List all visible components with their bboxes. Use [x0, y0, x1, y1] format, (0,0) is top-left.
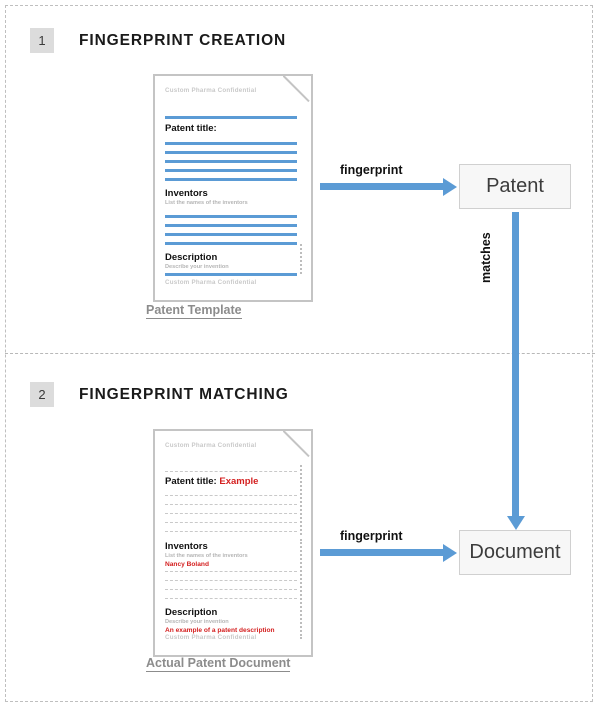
- patent-box: Patent: [459, 164, 571, 209]
- watermark-bottom: Custom Pharma Confidential: [165, 279, 257, 286]
- field-heading-inventors: Inventors: [165, 541, 208, 552]
- text-line: [165, 522, 297, 523]
- field-subtitle-description: Describe your invention: [165, 619, 229, 625]
- text-line: [165, 273, 297, 276]
- section-divider: [5, 353, 595, 354]
- arrow-fingerprint-top: [320, 177, 457, 196]
- text-line: [165, 571, 297, 572]
- margin-dots: [300, 465, 304, 535]
- section-header-1: 1 FINGERPRINT CREATION: [30, 28, 286, 53]
- field-heading-description: Description: [165, 607, 218, 618]
- field-value-inventors: Nancy Boland: [165, 561, 209, 568]
- arrow-fingerprint-bottom: [320, 543, 457, 562]
- field-subtitle-description: Describe your invention: [165, 264, 229, 270]
- text-line: [165, 471, 297, 472]
- text-line: [165, 580, 297, 581]
- field-heading-title-text: Patent title:: [165, 476, 217, 487]
- patent-box-label: Patent: [486, 175, 544, 197]
- field-subtitle-inventors: List the names of the inventors: [165, 553, 248, 559]
- arrow-matches: [506, 212, 525, 530]
- document-box-label: Document: [469, 541, 561, 563]
- actual-patent-document: Custom Pharma Confidential Patent title:…: [153, 429, 313, 657]
- field-heading-description: Description: [165, 252, 218, 263]
- text-line: [165, 504, 297, 505]
- text-line: [165, 495, 297, 496]
- section-title-1: FINGERPRINT CREATION: [79, 31, 287, 49]
- watermark-top: Custom Pharma Confidential: [165, 442, 257, 449]
- document-box: Document: [459, 530, 571, 575]
- margin-dots: [300, 244, 304, 274]
- text-line: [165, 513, 297, 514]
- section-number-badge-1: 1: [30, 28, 54, 53]
- text-line: [165, 160, 297, 163]
- text-line: [165, 233, 297, 236]
- text-line: [165, 589, 297, 590]
- arrow-label-fingerprint-bottom: fingerprint: [340, 529, 403, 543]
- margin-dots: [300, 539, 304, 639]
- field-heading-title: Patent title: Example: [165, 476, 258, 487]
- field-value-description: An example of a patent description: [165, 627, 275, 634]
- patent-template-document: Custom Pharma Confidential Patent title:…: [153, 74, 313, 302]
- section-number-badge-2: 2: [30, 382, 54, 407]
- text-line: [165, 598, 297, 599]
- arrow-label-fingerprint-top: fingerprint: [340, 163, 403, 177]
- field-heading-title: Patent title:: [165, 123, 217, 134]
- section-title-2: FINGERPRINT MATCHING: [79, 385, 289, 403]
- text-line: [165, 224, 297, 227]
- arrow-label-matches: matches: [479, 232, 493, 283]
- text-line: [165, 531, 297, 532]
- text-line: [165, 178, 297, 181]
- text-line: [165, 169, 297, 172]
- watermark-bottom: Custom Pharma Confidential: [165, 634, 257, 641]
- text-line: [165, 151, 297, 154]
- text-line: [165, 215, 297, 218]
- field-subtitle-inventors: List the names of the inventors: [165, 200, 248, 206]
- text-line: [165, 142, 297, 145]
- caption-actual-patent-document: Actual Patent Document: [146, 656, 291, 672]
- text-line: [165, 116, 297, 119]
- section-header-2: 2 FINGERPRINT MATCHING: [30, 382, 289, 407]
- caption-patent-template: Patent Template: [146, 303, 242, 319]
- field-heading-inventors: Inventors: [165, 188, 208, 199]
- field-value-title: Example: [219, 476, 259, 487]
- text-line: [165, 242, 297, 245]
- watermark-top: Custom Pharma Confidential: [165, 87, 257, 94]
